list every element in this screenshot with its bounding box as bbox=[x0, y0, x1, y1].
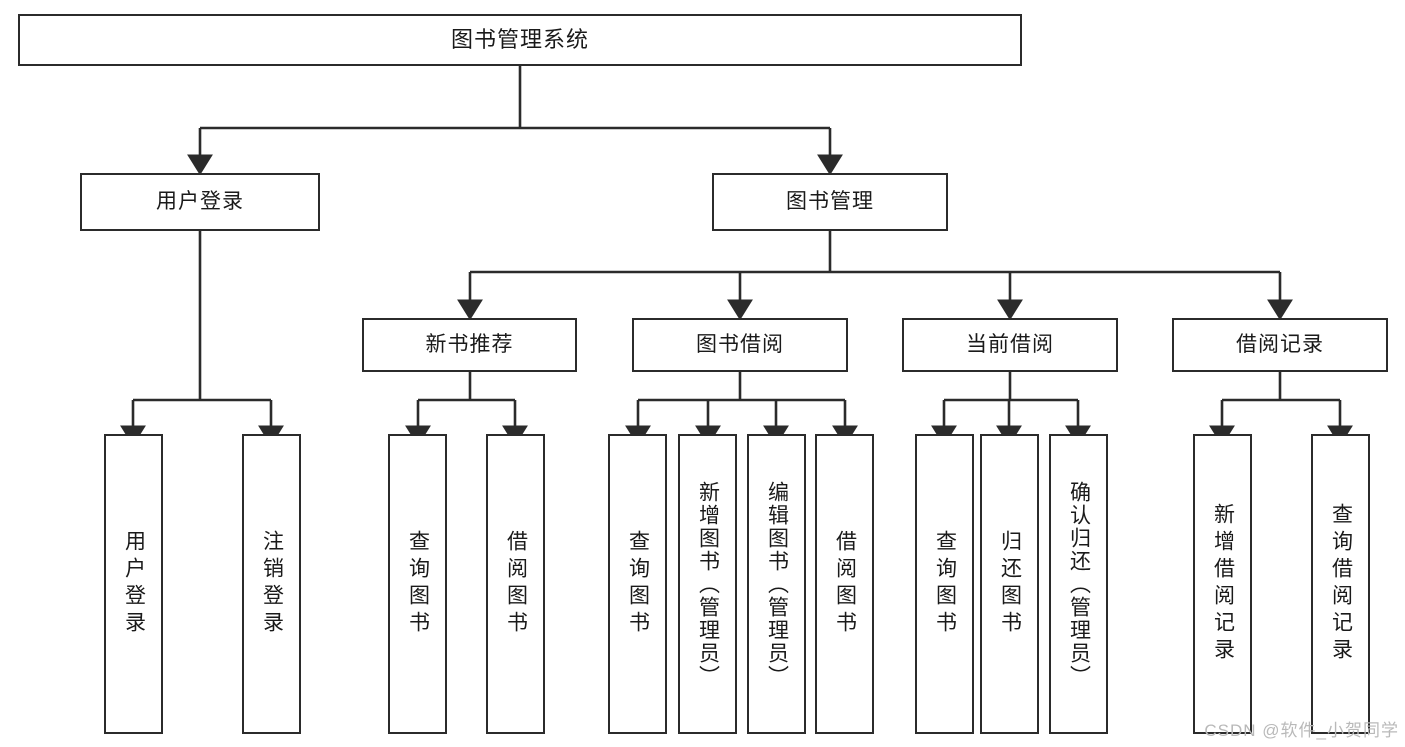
watermark-text: CSDN @软件_小贺同学 bbox=[1204, 721, 1399, 740]
node-label: 新增图书（管理员） bbox=[696, 480, 720, 688]
node-label: 归还图书 bbox=[998, 530, 1022, 638]
node-book-borrow[interactable]: 图书借阅 bbox=[632, 318, 848, 372]
node-book-management[interactable]: 图书管理 bbox=[712, 173, 948, 231]
leaf-recommend-query-book[interactable]: 查询图书 bbox=[388, 434, 447, 734]
node-label: 借阅图书 bbox=[833, 530, 857, 638]
node-label: 用户登录 bbox=[156, 190, 244, 214]
node-label: 借阅记录 bbox=[1236, 333, 1324, 357]
leaf-current-confirm-return[interactable]: 确认归还（管理员） bbox=[1049, 434, 1108, 734]
leaf-borrow-query-book[interactable]: 查询图书 bbox=[608, 434, 667, 734]
leaf-user-login-logout[interactable]: 注销登录 bbox=[242, 434, 301, 734]
node-label: 注销登录 bbox=[260, 530, 284, 638]
node-label: 借阅图书 bbox=[504, 530, 528, 638]
node-borrow-record[interactable]: 借阅记录 bbox=[1172, 318, 1388, 372]
node-label: 查询图书 bbox=[626, 530, 650, 638]
leaf-borrow-add-book[interactable]: 新增图书（管理员） bbox=[678, 434, 737, 734]
leaf-borrow-borrow-book[interactable]: 借阅图书 bbox=[815, 434, 874, 734]
leaf-user-login-login[interactable]: 用户登录 bbox=[104, 434, 163, 734]
node-current-borrow[interactable]: 当前借阅 bbox=[902, 318, 1118, 372]
node-label: 查询图书 bbox=[933, 530, 957, 638]
node-label: 当前借阅 bbox=[966, 333, 1054, 357]
leaf-record-query-record[interactable]: 查询借阅记录 bbox=[1311, 434, 1370, 734]
node-label: 图书管理 bbox=[786, 190, 874, 214]
node-label: 用户登录 bbox=[122, 530, 146, 638]
leaf-record-add-record[interactable]: 新增借阅记录 bbox=[1193, 434, 1252, 734]
node-label: 新增借阅记录 bbox=[1211, 503, 1235, 665]
node-label: 新书推荐 bbox=[425, 333, 514, 357]
node-label: 编辑图书（管理员） bbox=[765, 480, 789, 688]
node-label: 查询图书 bbox=[406, 530, 430, 638]
node-user-login[interactable]: 用户登录 bbox=[80, 173, 320, 231]
node-label: 确认归还（管理员） bbox=[1067, 480, 1091, 688]
node-label: 图书借阅 bbox=[696, 333, 784, 357]
leaf-current-return-book[interactable]: 归还图书 bbox=[980, 434, 1039, 734]
node-label: 图书管理系统 bbox=[450, 26, 589, 52]
node-new-book-recommend[interactable]: 新书推荐 bbox=[362, 318, 577, 372]
leaf-recommend-borrow-book[interactable]: 借阅图书 bbox=[486, 434, 545, 734]
node-label: 查询借阅记录 bbox=[1329, 503, 1353, 665]
leaf-borrow-edit-book[interactable]: 编辑图书（管理员） bbox=[747, 434, 806, 734]
leaf-current-query-book[interactable]: 查询图书 bbox=[915, 434, 974, 734]
node-root-system[interactable]: 图书管理系统 bbox=[18, 14, 1022, 66]
